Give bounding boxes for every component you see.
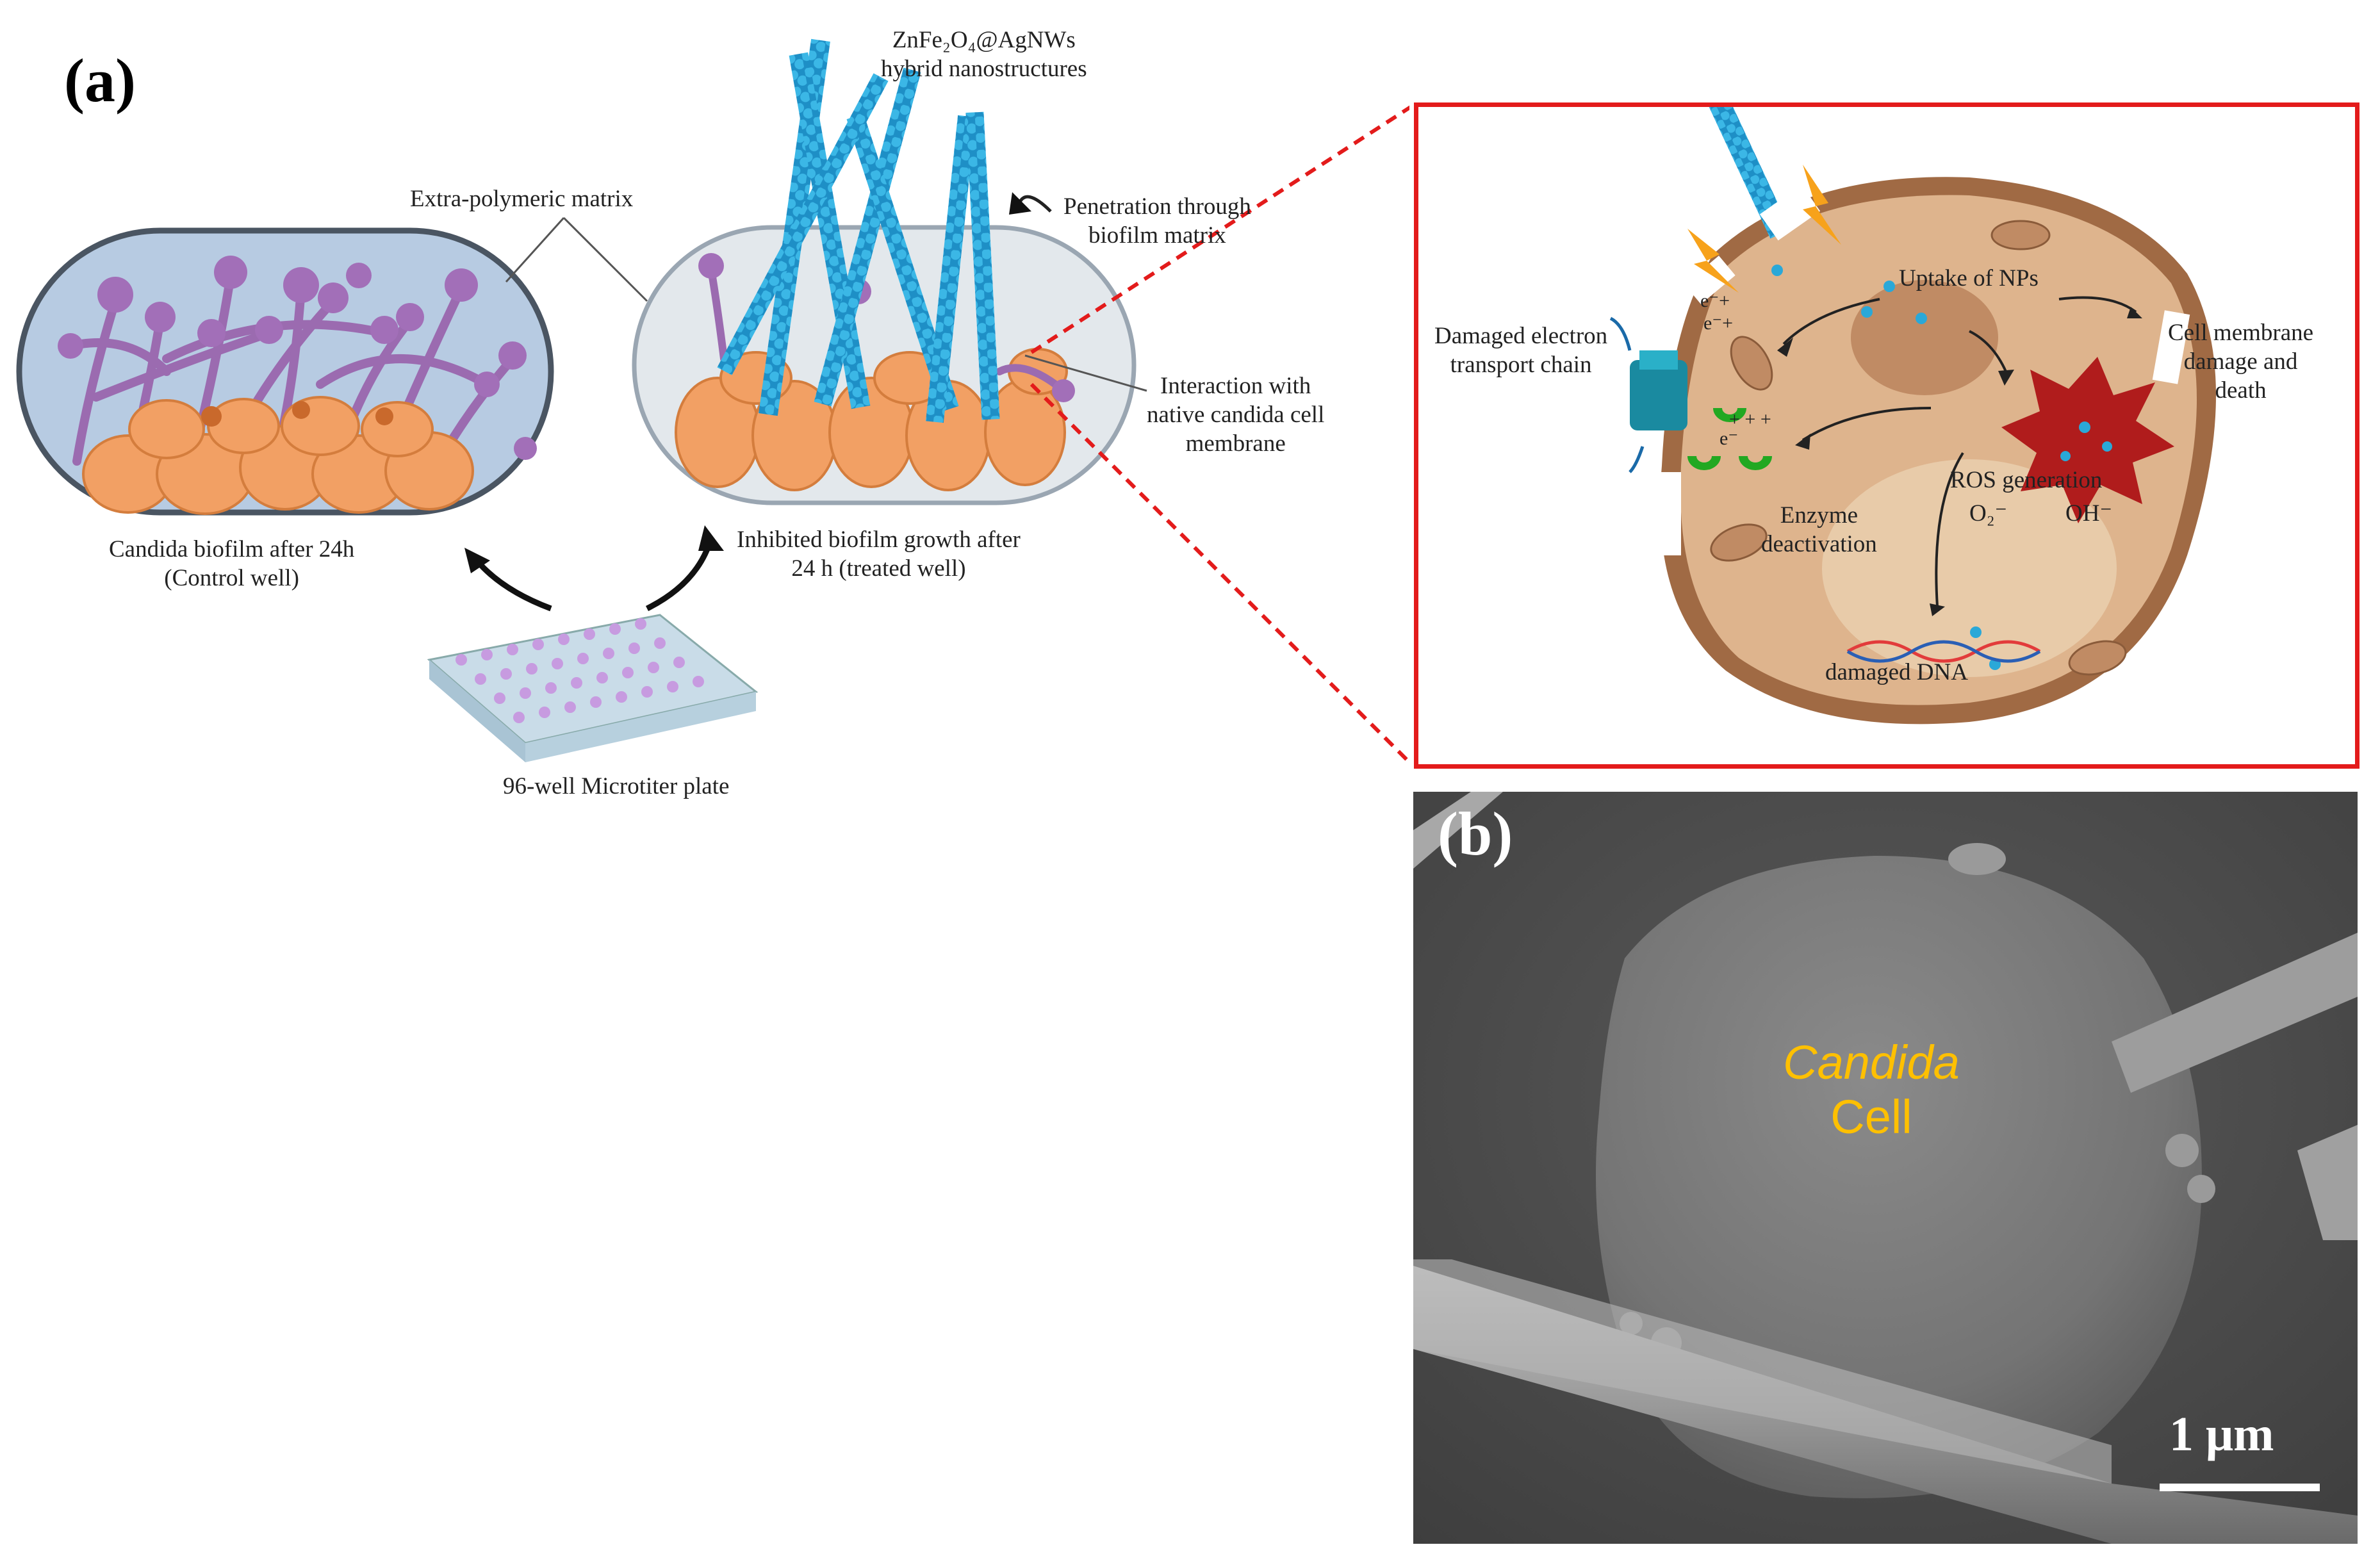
ros-label: ROS generation <box>1950 467 2103 493</box>
treated-well-label: Inhibited biofilm growth after 24 h (tre… <box>737 527 1021 582</box>
mechanism-inset: Damaged electron transport chain Uptake … <box>1414 102 2359 769</box>
nanostructures-label: ZnFe₂O₄@AgNWs hybrid nanostructures <box>881 27 1087 83</box>
electron-label-2: e⁻+ <box>1703 313 1734 334</box>
panel-b-letter: (b) <box>1438 799 1513 868</box>
scale-bar-label: 1 μm <box>2169 1407 2274 1461</box>
extra-polymeric-label: Extra-polymeric matrix <box>410 186 634 212</box>
dna-label: damaged DNA <box>1825 659 1968 685</box>
sem-micrograph: (b) Candida Cell 1 μm <box>1413 792 2358 1544</box>
zoom-lines <box>1030 105 1409 765</box>
penetration-label: Penetration through biofilm matrix <box>1063 193 1251 249</box>
scale-bar <box>2160 1484 2320 1491</box>
cell-illustration <box>1609 107 2216 724</box>
membrane-damage-label: Cell membrane damage and death <box>2168 320 2314 404</box>
oh-label: OH⁻ <box>2065 500 2112 527</box>
treated-well <box>632 38 1137 505</box>
microtiter-plate <box>427 614 759 762</box>
control-well <box>16 227 554 516</box>
uptake-label: Uptake of NPs <box>1899 265 2039 291</box>
plate-label: 96-well Microtiter plate <box>503 773 730 799</box>
nanowires <box>717 38 1000 423</box>
o2-label: O₂⁻ <box>1969 500 2008 527</box>
panel-a-illustration <box>16 38 1409 765</box>
control-well-label: Candida biofilm after 24h (Control well) <box>109 536 355 592</box>
plate-arrows <box>472 537 714 612</box>
sem-image <box>1413 792 2358 1544</box>
electron-label-1: e⁻+ <box>1700 290 1730 311</box>
damaged-etc-label: Damaged electron transport chain <box>1434 323 1608 379</box>
electron-label-3: e⁻ <box>1719 428 1739 449</box>
candida-cell-label: Candida Cell <box>1783 1036 1960 1143</box>
proton-label: + + + <box>1729 409 1771 430</box>
transport-channel <box>1630 350 1687 430</box>
interaction-label: Interaction with native candida cell mem… <box>1147 373 1325 457</box>
panel-a-letter: (a) <box>64 46 136 115</box>
enzyme-label: Enzyme deactivation <box>1761 502 1877 558</box>
